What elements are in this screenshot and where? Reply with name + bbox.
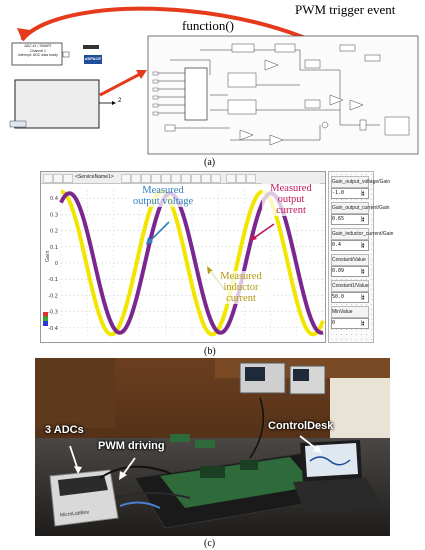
annotation-output-current: Measured output current — [262, 183, 320, 216]
caption-a: (a) — [204, 157, 216, 168]
y-tick-label: -0.3 — [48, 310, 58, 316]
series-line-yellow — [60, 189, 325, 337]
label-pwm-driving: PWM driving — [98, 440, 165, 452]
function-label: function() — [182, 18, 234, 33]
voltage-arrow — [148, 221, 170, 243]
y-tick-label: 0 — [55, 261, 58, 267]
legend-color-icon — [43, 312, 48, 326]
panel-c-lab-photo: 3 ADCs PWM driving ControlDesk MicroLabB… — [0, 358, 425, 550]
label-controldesk: ControlDesk — [268, 420, 334, 432]
y-tick-label: -0.1 — [48, 277, 58, 283]
pwm-trigger-label: PWM trigger event — [295, 2, 396, 17]
adc-out-port — [62, 51, 70, 58]
small-pcb-2 — [195, 440, 215, 448]
display-block — [9, 120, 27, 128]
toolbar-wave-icon-2[interactable] — [236, 174, 246, 183]
spinner-icon[interactable]: ▲▼ — [361, 320, 367, 327]
lab-photo — [35, 358, 390, 536]
pcb-chip — [200, 466, 225, 478]
pwm-arrow — [121, 457, 136, 477]
function-subsystem — [14, 79, 100, 129]
toolbar-wave-icon[interactable] — [226, 174, 236, 183]
y-tick-label: -0.4 — [48, 326, 58, 332]
oscilloscope-2-screen — [293, 369, 309, 381]
pcb — [160, 457, 315, 508]
y-tick-label: 0.3 — [50, 212, 58, 218]
param-title-5: MinValue — [331, 306, 369, 318]
microlabbox-top — [58, 475, 108, 496]
adc-block — [11, 42, 63, 66]
param-title-1: Gain_output_current/Gain — [331, 202, 390, 214]
param-title-2: Gain_inductor_current/Gain — [331, 228, 393, 240]
dark-block — [83, 45, 99, 49]
annotation-output-voltage: Measured output voltage — [128, 185, 198, 207]
parameter-panel: Gain_output_voltage/Gain -1.0▲▼ Gain_out… — [328, 171, 393, 343]
toolbar-tool-icon-2[interactable] — [131, 174, 141, 183]
toolbar-pan-icon[interactable] — [63, 174, 73, 183]
controldesk-arrow — [299, 435, 319, 451]
spinner-icon[interactable]: ▲▼ — [361, 216, 367, 223]
toolbar-cursor-icon[interactable] — [43, 174, 53, 183]
param-field-0[interactable]: -1.0▲▼ — [331, 188, 369, 199]
toolbar-tool-icon-7[interactable] — [181, 174, 191, 183]
dspace-logo: dSPACE — [85, 56, 101, 61]
label-3-adcs: 3 ADCs — [45, 424, 84, 436]
panel-b-controldesk: <ServiceName1> 0.4 0.3 0.2 0.1 0 -0.1 -0.2 -0.3… — [0, 168, 425, 358]
adc-block-text: ADC #1 / SMART Channel 1 Interrupt: ADC … — [18, 44, 58, 57]
pwm-trigger-arrowhead — [17, 28, 30, 40]
spinner-icon[interactable]: ▲▼ — [361, 268, 367, 275]
toolbar-tool-icon-9[interactable] — [201, 174, 211, 183]
dspace-logo-box — [84, 55, 102, 64]
output-port-number: 2 — [118, 98, 122, 104]
spinner-icon[interactable]: ▲▼ — [361, 294, 367, 301]
spinner-icon[interactable]: ▲▼ — [361, 190, 367, 197]
toolbar-tool-icon-8[interactable] — [191, 174, 201, 183]
panel-a-simulink: PWM trigger event function() ADC #1 / SM… — [0, 0, 425, 170]
y-tick-labels: 0.4 0.3 0.2 0.1 0 -0.1 -0.2 -0.3 -0.4 — [48, 196, 58, 332]
toolbar-wave-icon-3[interactable] — [246, 174, 256, 183]
plot-toolbar: <ServiceName1> — [41, 172, 325, 184]
toolbar-tool-icon-5[interactable] — [161, 174, 171, 183]
param-field-3[interactable]: 0.09▲▼ — [331, 266, 369, 277]
toolbar-zoom-icon[interactable] — [53, 174, 63, 183]
y-tick-label: 0.4 — [50, 196, 58, 202]
oscilloscope-1-screen — [245, 367, 265, 381]
laptop-base — [293, 478, 385, 513]
current-arrow — [253, 223, 275, 239]
y-tick-label: 0.2 — [50, 229, 58, 235]
param-field-1[interactable]: 0.65▲▼ — [331, 214, 369, 225]
toolbar-service-name[interactable]: <ServiceName1> — [75, 174, 114, 180]
toolbar-tool-icon-10[interactable] — [211, 174, 221, 183]
toolbar-tool-icon-6[interactable] — [171, 174, 181, 183]
param-field-5[interactable]: 0▲▼ — [331, 318, 369, 329]
spinner-icon[interactable]: ▲▼ — [361, 242, 367, 249]
param-field-2[interactable]: 0.4▲▼ — [331, 240, 369, 251]
y-axis-label: Gain — [45, 251, 51, 263]
laptop-screen — [305, 443, 358, 477]
param-title-0: Gain_output_voltage/Gain — [331, 176, 390, 188]
right-white-wall — [330, 378, 390, 438]
small-pcb-1 — [170, 434, 190, 442]
param-field-4[interactable]: 50.0▲▼ — [331, 292, 369, 303]
param-title-4: Constant1/Value — [331, 280, 369, 292]
adcs-arrow — [69, 445, 79, 471]
zoom-arrow — [99, 71, 143, 97]
laptop-screen-wave — [309, 456, 351, 466]
simulink-diagram — [9, 6, 419, 155]
y-tick-label: 0.1 — [50, 245, 58, 251]
annotation-inductor-current: Measured inductor current — [210, 271, 272, 304]
caption-b: (b) — [204, 346, 216, 357]
pcb-chip-2 — [240, 460, 258, 470]
left-cabinet — [35, 358, 115, 428]
toolbar-tool-icon-4[interactable] — [151, 174, 161, 183]
param-title-3: Constant/Value — [331, 254, 369, 266]
caption-c: (c) — [204, 538, 216, 549]
toolbar-tool-icon-3[interactable] — [141, 174, 151, 183]
toolbar-tool-icon-1[interactable] — [121, 174, 131, 183]
y-tick-label: -0.2 — [48, 293, 58, 299]
